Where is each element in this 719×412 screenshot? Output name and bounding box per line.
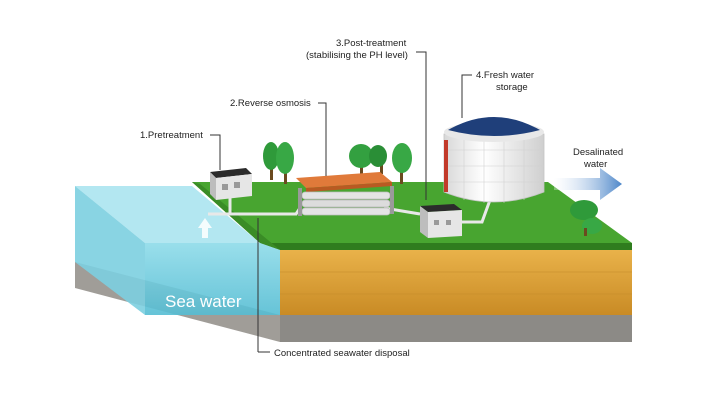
- intake-arrow-icon: [198, 218, 212, 238]
- post-treatment-label: 3.Post-treatment: [336, 38, 407, 49]
- leader-lines: [210, 51, 472, 353]
- fresh-storage-label: 4.Fresh water: [476, 70, 534, 81]
- grass-edge: [260, 243, 632, 250]
- post-treatment-building: [420, 204, 462, 238]
- output-arrow-icon: [554, 168, 622, 200]
- desalinated-label: Desalinated: [573, 147, 623, 158]
- sea-side: [75, 186, 145, 315]
- post-treatment-sub-label: (stabilising the PH level): [306, 50, 408, 61]
- pretreatment-building: [210, 168, 252, 200]
- rock-layer-front: [280, 315, 632, 342]
- trees-middle: [349, 143, 412, 184]
- sea-water: Sea water: [75, 186, 280, 315]
- sea-water-label: Sea water: [165, 292, 242, 311]
- pretreatment-label: 1.Pretreatment: [140, 130, 203, 141]
- trees-right: [570, 200, 602, 236]
- disposal-label: Concentrated seawater disposal: [274, 348, 410, 359]
- reverse-osmosis-label: 2.Reverse osmosis: [230, 98, 311, 109]
- desalinated-sub-label: water: [583, 159, 607, 170]
- sea-front: [145, 243, 280, 315]
- reverse-osmosis-unit: [296, 172, 394, 216]
- storage-tank: [443, 117, 545, 203]
- soil-front: [280, 250, 632, 315]
- trees-left: [263, 142, 294, 184]
- sea-top: [75, 186, 260, 243]
- fresh-storage-sub-label: storage: [496, 82, 528, 93]
